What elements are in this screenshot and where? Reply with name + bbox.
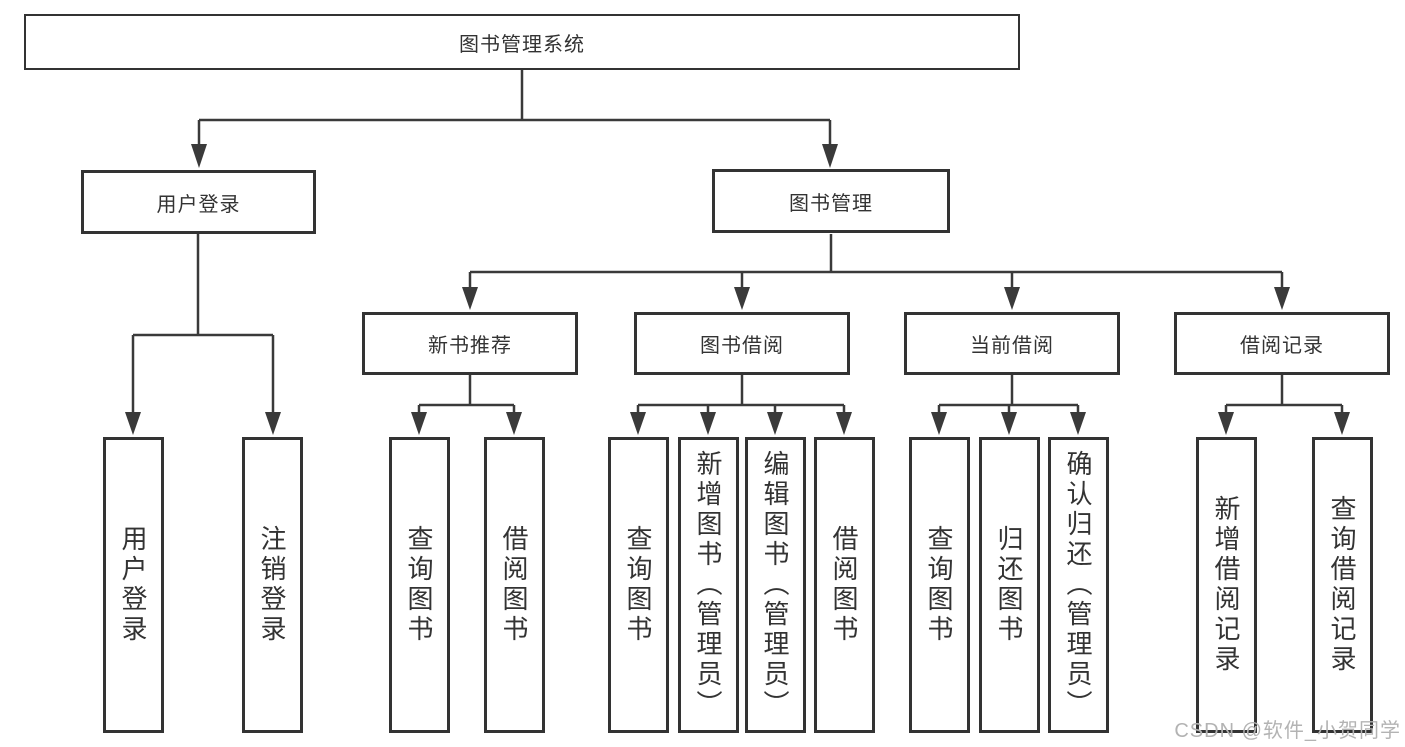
leaf-logout: 注销登录 [242, 437, 303, 733]
leaf-confirm-return-admin: 确认归还（管理员） [1048, 437, 1109, 733]
arrow-down-icon [1334, 412, 1350, 435]
node-user-login: 用户登录 [81, 170, 316, 234]
arrow-down-icon [265, 412, 281, 435]
watermark: CSDN @软件_小贺同学 [1174, 720, 1401, 742]
leaf-query-books-borrow: 查询图书 [608, 437, 669, 733]
arrow-down-icon [1274, 287, 1290, 310]
node-label: 查询图书 [623, 525, 653, 645]
arrow-down-icon [836, 412, 852, 435]
node-label: 查询图书 [404, 525, 434, 645]
node-label: 查询借阅记录 [1327, 495, 1357, 675]
node-label: 用户登录 [118, 525, 148, 645]
arrow-down-icon [700, 412, 716, 435]
leaf-user-login: 用户登录 [103, 437, 164, 733]
arrow-down-icon [1001, 412, 1017, 435]
arrow-down-icon [1004, 287, 1020, 310]
node-book-borrow: 图书借阅 [634, 312, 850, 375]
connector-path [131, 70, 1344, 414]
node-label: 确认归还（管理员） [1063, 450, 1093, 720]
node-label: 新书推荐 [428, 335, 512, 357]
leaf-borrow-books-recommend: 借阅图书 [484, 437, 545, 733]
arrow-down-icon [191, 144, 207, 168]
leaf-borrow-books-borrow: 借阅图书 [814, 437, 875, 733]
node-label: 注销登录 [257, 525, 287, 645]
node-label: 图书管理系统 [459, 33, 585, 56]
arrow-down-icon [462, 287, 478, 310]
leaf-query-books-current: 查询图书 [909, 437, 970, 733]
leaf-return-book: 归还图书 [979, 437, 1040, 733]
leaf-add-book-admin: 新增图书（管理员） [678, 437, 739, 733]
node-label: 用户登录 [156, 193, 241, 216]
node-label: 编辑图书（管理员） [760, 450, 790, 720]
arrow-down-icon [734, 287, 750, 310]
node-borrow-records: 借阅记录 [1174, 312, 1390, 375]
node-label: 借阅记录 [1240, 335, 1324, 357]
leaf-query-books-recommend: 查询图书 [389, 437, 450, 733]
node-label: 借阅图书 [499, 525, 529, 645]
node-new-book-recommend: 新书推荐 [362, 312, 578, 375]
node-current-borrow: 当前借阅 [904, 312, 1120, 375]
node-root: 图书管理系统 [24, 14, 1020, 70]
arrow-down-icon [125, 412, 141, 435]
arrow-down-icon [822, 144, 838, 168]
node-label: 新增借阅记录 [1211, 495, 1241, 675]
node-label: 图书管理 [789, 192, 873, 215]
leaf-query-borrow-record: 查询借阅记录 [1312, 437, 1373, 733]
leaf-edit-book-admin: 编辑图书（管理员） [745, 437, 806, 733]
arrow-down-icon [1218, 412, 1234, 435]
arrow-down-icon [630, 412, 646, 435]
node-label: 归还图书 [994, 525, 1024, 645]
arrow-down-icon [411, 412, 427, 435]
node-label: 借阅图书 [829, 525, 859, 645]
arrow-down-icon [931, 412, 947, 435]
node-book-management: 图书管理 [712, 169, 950, 233]
arrow-down-icon [506, 412, 522, 435]
arrowheads [125, 144, 1350, 435]
arrow-down-icon [1070, 412, 1086, 435]
node-label: 当前借阅 [970, 335, 1054, 357]
leaf-add-borrow-record: 新增借阅记录 [1196, 437, 1257, 733]
node-label: 查询图书 [924, 525, 954, 645]
node-label: 新增图书（管理员） [693, 450, 723, 720]
node-label: 图书借阅 [700, 335, 784, 357]
arrow-down-icon [767, 412, 783, 435]
